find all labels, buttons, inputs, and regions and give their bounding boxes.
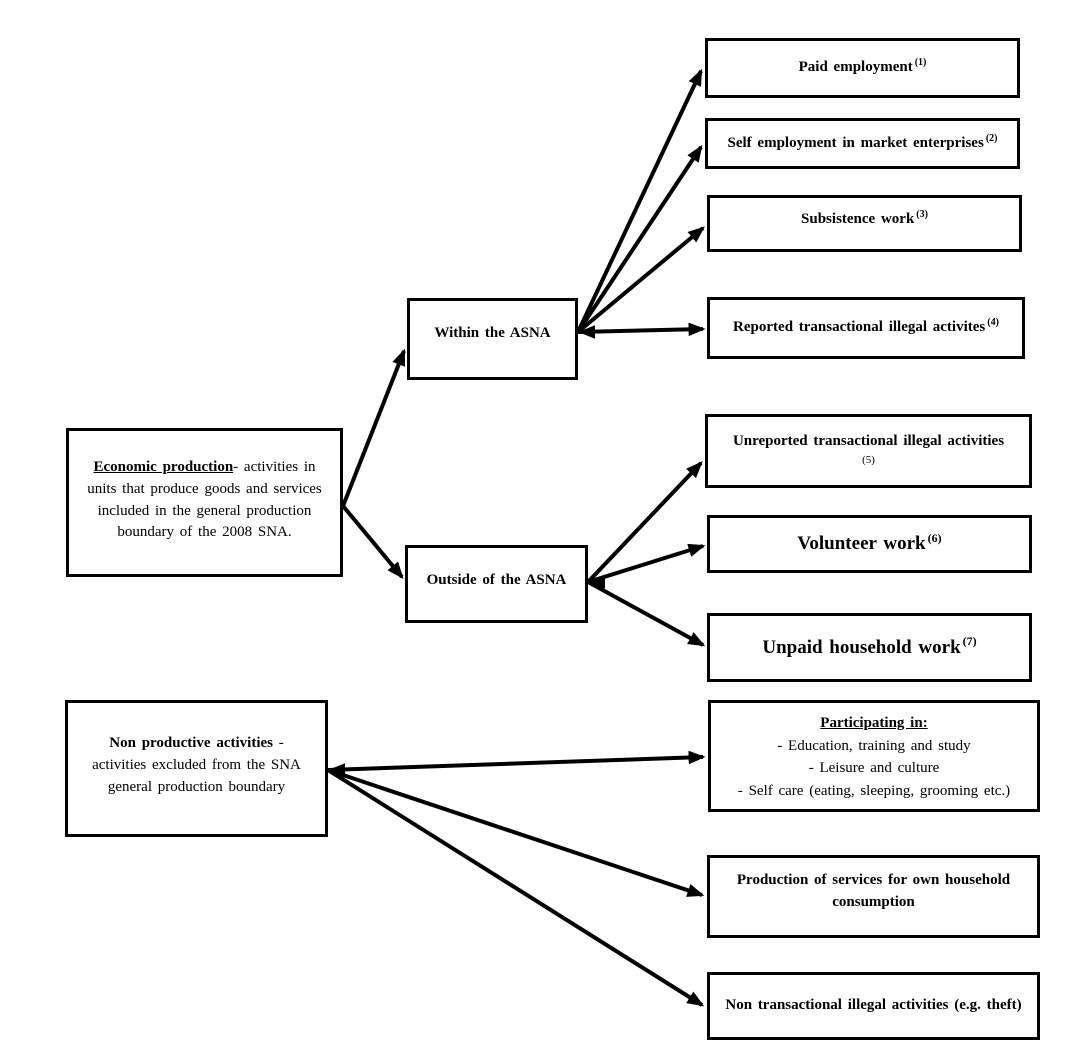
- self-employment-box: Self employment in market enterprises(2): [705, 118, 1020, 169]
- non-transactional-box: Non transactional illegal activities (e.…: [707, 972, 1040, 1040]
- arrow-economic-to-outside: [341, 504, 404, 579]
- self-employment-label: Self employment in market enterprises(2): [727, 132, 998, 151]
- participating-item-leisure: - Leisure and culture: [808, 760, 940, 776]
- non-productive-title: Non productive activities: [109, 735, 273, 751]
- within-asna-box: Within the ASNA: [407, 298, 578, 380]
- back-arrowhead-nonproductive-icon: [328, 763, 345, 777]
- non-productive-text: Non productive activities - activities e…: [82, 733, 311, 798]
- prod-services-box: Production of services for own household…: [707, 855, 1040, 938]
- arrow-outside-to-unpaid-household: [587, 580, 706, 647]
- economic-production-box: Economic production- activities in units…: [66, 428, 343, 577]
- back-arrowhead-within-icon: [578, 325, 595, 339]
- arrow-within-to-reported-illegal: [577, 322, 706, 337]
- outside-asna-box: Outside of the ASNA: [405, 545, 588, 623]
- arrow-within-to-subsistence-work: [576, 226, 705, 334]
- participating-item-education: - Education, training and study: [777, 737, 971, 754]
- outside-asna-label: Outside of the ASNA: [426, 572, 567, 589]
- reported-illegal-box: Reported transactional illegal activites…: [707, 297, 1025, 359]
- reported-illegal-footnote-ref: (4): [987, 317, 999, 329]
- non-productive-box: Non productive activities - activities e…: [65, 700, 328, 837]
- arrow-within-to-self-employment: [576, 144, 703, 334]
- self-employment-footnote-ref: (2): [985, 132, 998, 144]
- paid-employment-label: Paid employment(1): [798, 57, 927, 76]
- within-asna-label: Within the ASNA: [434, 325, 551, 342]
- participating-box: Participating in: - Education, training …: [708, 700, 1040, 812]
- volunteer-work-footnote-ref: (6): [927, 530, 942, 545]
- paid-employment-footnote-ref: (1): [914, 57, 927, 69]
- arrow-economic-to-within: [341, 348, 406, 507]
- subsistence-work-box: Subsistence work(3): [707, 195, 1022, 252]
- unreported-illegal-box: Unreported transactional illegal activit…: [705, 414, 1032, 488]
- paid-employment-box: Paid employment(1): [705, 38, 1020, 98]
- arrow-outside-to-volunteer-work: [587, 543, 706, 584]
- arrow-outside-to-unreported-illegal: [586, 461, 703, 584]
- arrow-nonproductive-to-participating: [327, 750, 706, 772]
- unpaid-household-footnote-ref: (7): [962, 634, 977, 649]
- arrow-nonproductive-to-prod-services: [327, 768, 705, 897]
- subsistence-work-footnote-ref: (3): [916, 208, 928, 220]
- participating-item-self-care: - Self care (eating, sleeping, grooming …: [737, 782, 1011, 799]
- unpaid-household-label: Unpaid household work(7): [762, 634, 977, 658]
- economic-production-text: Economic production- activities in units…: [77, 457, 332, 544]
- subsistence-work-label: Subsistence work(3): [801, 208, 928, 227]
- volunteer-work-label: Volunteer work(6): [797, 530, 942, 555]
- arrow-within-to-paid-employment: [576, 68, 703, 333]
- participating-title: Participating in:: [820, 715, 928, 731]
- prod-services-label: Production of services for own household…: [736, 871, 1011, 910]
- economic-production-body: - activities in units that produce goods…: [87, 459, 322, 541]
- back-arrowhead-outside-icon: [588, 575, 605, 589]
- non-productive-body: - activities excluded from the SNA gener…: [92, 735, 301, 795]
- unpaid-household-box: Unpaid household work(7): [707, 613, 1032, 682]
- unreported-illegal-label: Unreported transactional illegal activit…: [732, 432, 1005, 449]
- non-transactional-label: Non transactional illegal activities (e.…: [725, 997, 1022, 1014]
- volunteer-work-box: Volunteer work(6): [707, 515, 1032, 573]
- economic-production-title: Economic production: [93, 459, 234, 475]
- unreported-illegal-footnote: (5): [862, 453, 875, 466]
- arrow-nonproductive-to-non-transactional: [326, 768, 705, 1007]
- reported-illegal-label: Reported transactional illegal activites…: [733, 317, 999, 336]
